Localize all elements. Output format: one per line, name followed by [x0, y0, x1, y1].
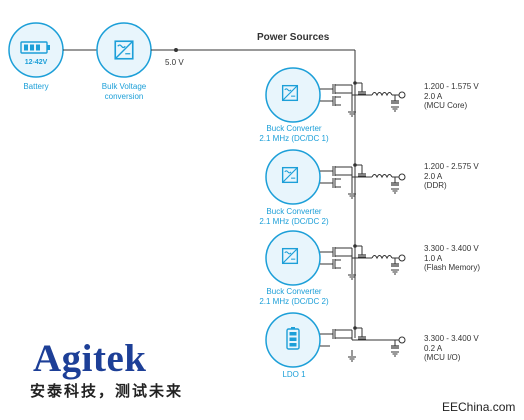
ground-symbol: [390, 106, 400, 112]
battery-icon: [20, 41, 50, 54]
output-4-current: 0.2 A: [424, 343, 443, 353]
ground-symbol: [347, 356, 357, 362]
low-side-switch: [327, 258, 342, 270]
inductor: [371, 91, 393, 97]
low-side-switch: [327, 95, 342, 107]
agitek-tagline: 安泰科技，测试未来: [30, 383, 184, 400]
bus-junction: [353, 81, 357, 85]
converter-2-label-line-2: 2.1 MHz (DC/DC 2): [259, 217, 329, 226]
converter-2-block: [265, 149, 321, 205]
output-2-voltage: 1.200 - 2.575 V: [424, 162, 479, 171]
converter-4-label: LDO 1: [244, 370, 344, 380]
high-side-switch: [327, 83, 342, 95]
high-side-switch: [327, 246, 342, 258]
ground-symbol: [390, 188, 400, 194]
bulk-label-line-2: conversion: [104, 92, 144, 101]
output-terminal-1: [398, 91, 406, 99]
output-2: 1.200 - 2.575 V 2.0 A (DDR): [424, 162, 479, 191]
bulk-conversion-label: Bulk Voltage conversion: [89, 82, 159, 102]
inductor: [371, 254, 393, 260]
output-terminal-3: [398, 254, 406, 262]
watermark: EEChina.com: [442, 400, 516, 414]
bulk-label-line-1: Bulk Voltage: [101, 82, 147, 91]
converter-2-label: Buck Converter 2.1 MHz (DC/DC 2): [244, 207, 344, 227]
output-1: 1.200 - 1.575 V 2.0 A (MCU Core): [424, 82, 479, 111]
bus-voltage-label: 5.0 V: [165, 58, 184, 67]
ground-symbol: [390, 351, 400, 357]
converter-3-label: Buck Converter 2.1 MHz (DC/DC 2): [244, 287, 344, 307]
output-3: 3.300 - 3.400 V 1.0 A (Flash Memory): [424, 244, 480, 273]
bulk-conversion-block: [96, 22, 152, 78]
output-4-load: (MCU I/O): [424, 353, 461, 362]
converter-1-label: Buck Converter 2.1 MHz (DC/DC 1): [244, 124, 344, 144]
bus-junction: [353, 326, 357, 330]
power-sources-panel: [196, 46, 518, 386]
agitek-logo: Agitek: [33, 337, 147, 380]
battery-voltage-label: 12-42V: [25, 59, 48, 66]
converter-3-label-line-2: 2.1 MHz (DC/DC 2): [259, 297, 329, 306]
output-terminal-2: [398, 173, 406, 181]
output-1-current: 2.0 A: [424, 91, 443, 101]
low-side-switch: [327, 177, 342, 189]
output-3-voltage: 3.300 - 3.400 V: [424, 244, 479, 253]
output-2-load: (DDR): [424, 181, 447, 190]
converter-3-label-line-1: Buck Converter: [266, 287, 322, 296]
output-terminal-4: [398, 336, 406, 344]
output-1-load: (MCU Core): [424, 101, 468, 110]
inductor: [371, 173, 393, 179]
high-side-switch: [327, 165, 342, 177]
output-4-voltage: 3.300 - 3.400 V: [424, 334, 479, 343]
converter-3-block: [265, 230, 321, 286]
converter-1-label-line-2: 2.1 MHz (DC/DC 1): [259, 134, 329, 143]
converter-1-block: [265, 67, 321, 123]
output-3-current: 1.0 A: [424, 253, 443, 263]
battery-label: Battery: [6, 82, 66, 92]
bus-junction: [353, 163, 357, 167]
output-2-current: 2.0 A: [424, 171, 443, 181]
output-4: 3.300 - 3.400 V 0.2 A (MCU I/O): [424, 334, 479, 363]
converter-1-label-line-1: Buck Converter: [266, 124, 322, 133]
converter-2-label-line-1: Buck Converter: [266, 207, 322, 216]
converter-4-label-line-1: LDO 1: [282, 370, 306, 379]
battery-block: 12-42V: [8, 22, 64, 78]
output-1-voltage: 1.200 - 1.575 V: [424, 82, 479, 91]
output-3-load: (Flash Memory): [424, 263, 481, 272]
high-side-switch: [327, 328, 342, 340]
bus-junction: [353, 244, 357, 248]
ground-symbol: [390, 269, 400, 275]
diagram-title: Power Sources: [257, 32, 330, 43]
battery-label-text: Battery: [23, 82, 49, 91]
